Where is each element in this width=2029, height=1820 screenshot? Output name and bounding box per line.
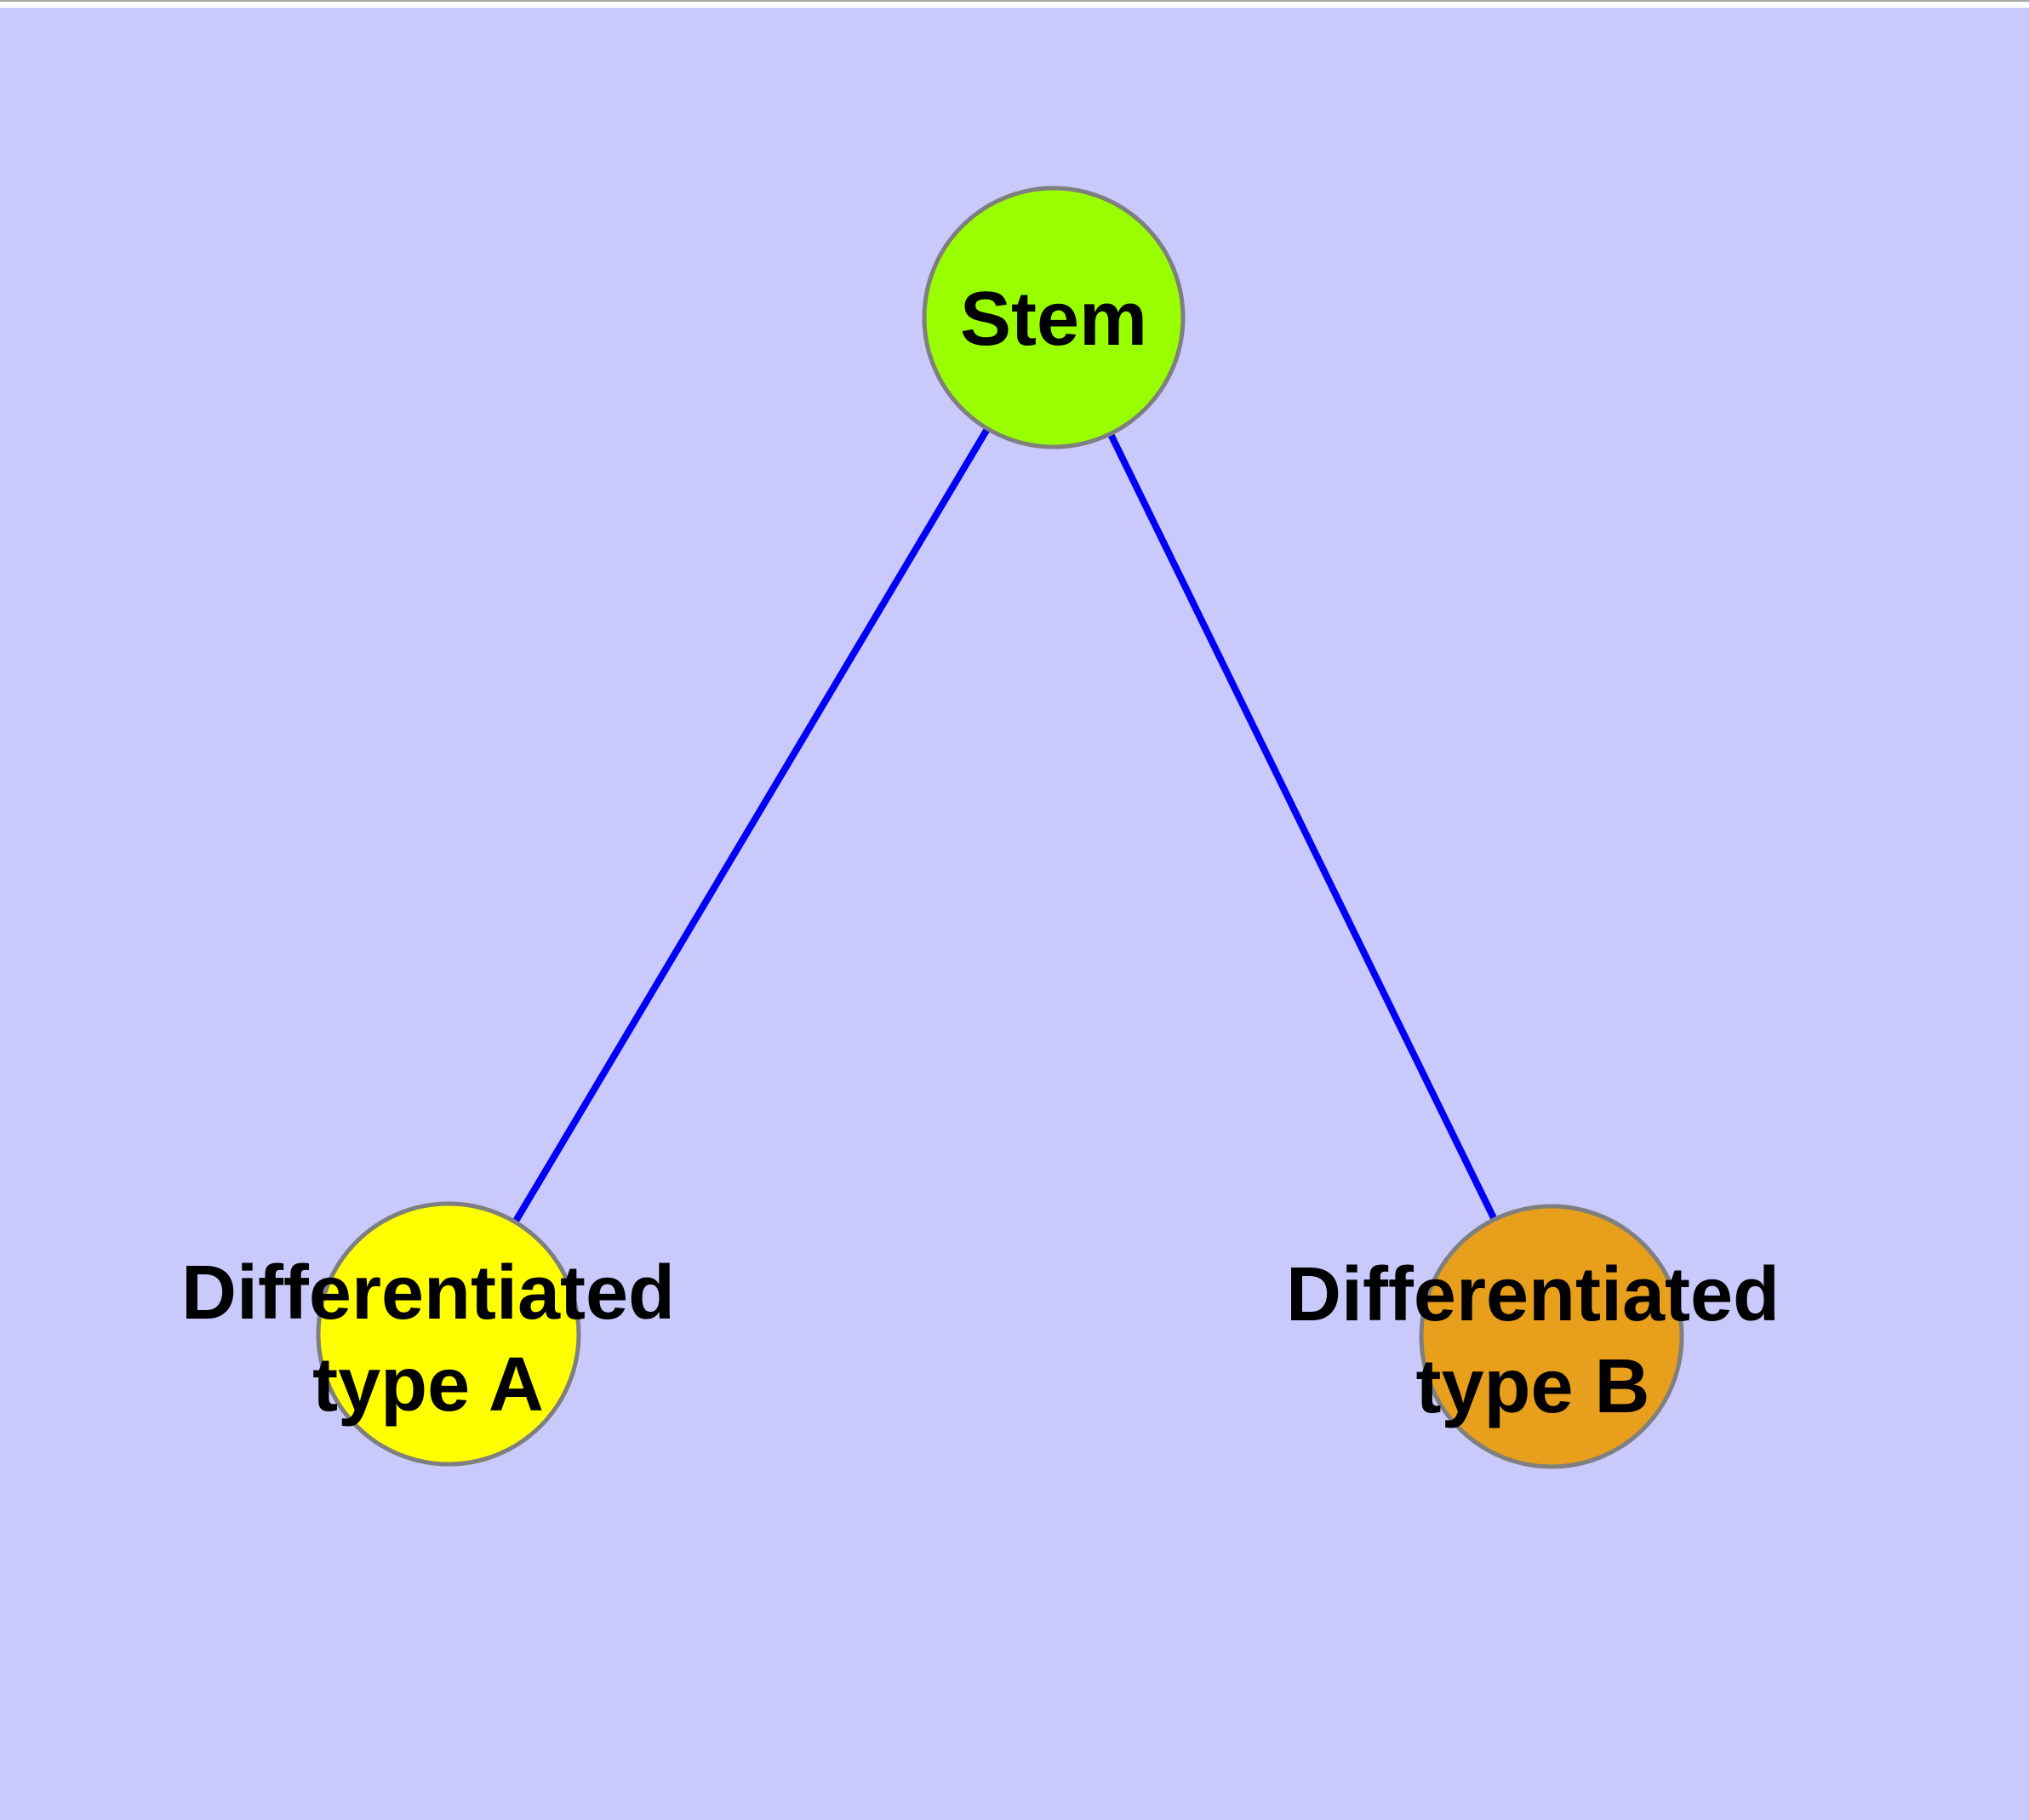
node-differentiated-type-a — [316, 1201, 581, 1467]
node-type-b-label-line1: Differentiated — [1286, 1252, 1780, 1337]
node-stem-label: Stem — [960, 277, 1147, 362]
node-stem — [922, 186, 1186, 449]
node-type-b-label-line2: type B — [1415, 1344, 1649, 1429]
node-type-a-label-line2: type A — [312, 1342, 544, 1428]
edge-stem-to-type-b — [1050, 316, 1555, 1338]
window-top-line — [0, 0, 2029, 2]
edge-stem-to-type-a — [445, 315, 1057, 1336]
node-type-a-label-line1: Differentiated — [181, 1251, 675, 1336]
window-top-strip — [0, 0, 2029, 8]
node-differentiated-type-b — [1419, 1204, 1684, 1469]
